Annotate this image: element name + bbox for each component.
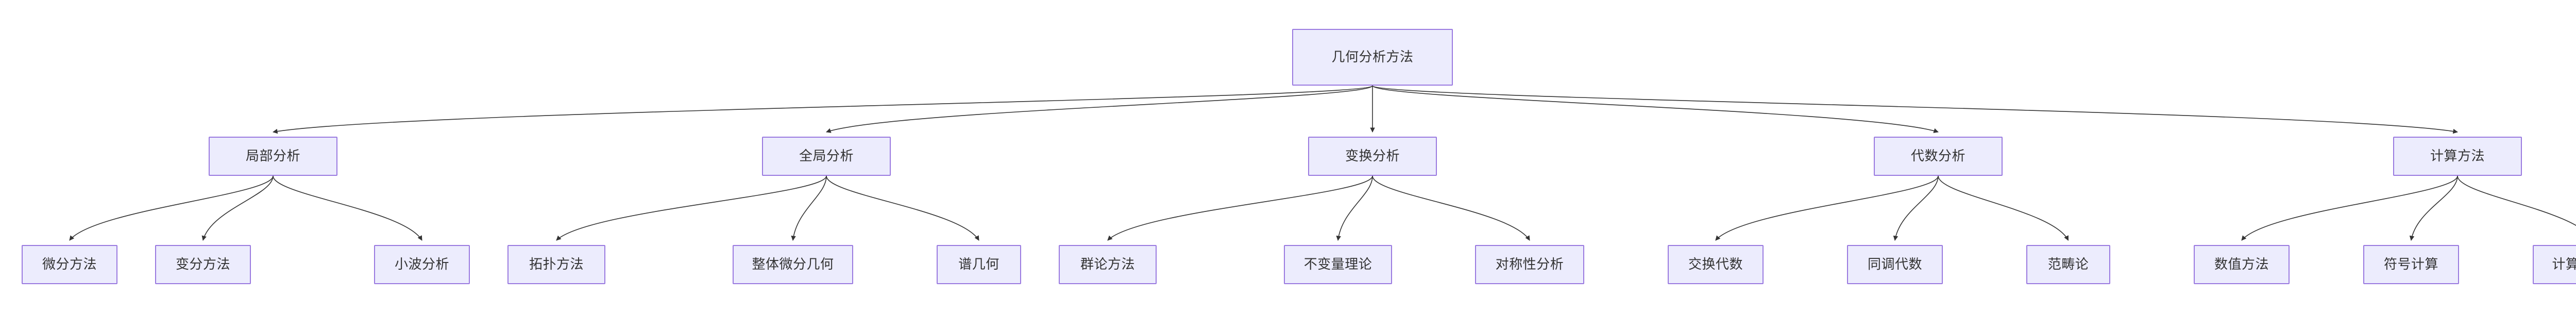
tree-node-l7[interactable]: 群论方法	[1059, 245, 1157, 284]
tree-node-label: 交换代数	[1688, 256, 1743, 272]
tree-node-label: 范畴论	[2047, 256, 2089, 272]
tree-node-label: 谱几何	[958, 256, 999, 272]
tree-node-label: 群论方法	[1080, 256, 1135, 272]
tree-node-label: 符号计算	[2383, 256, 2438, 272]
tree-node-b1[interactable]: 局部分析	[209, 137, 337, 176]
tree-node-label: 数值方法	[2214, 256, 2269, 272]
tree-node-l1[interactable]: 微分方法	[22, 245, 117, 284]
tree-node-root[interactable]: 几何分析方法	[1292, 29, 1453, 86]
tree-node-l15[interactable]: 计算代数几何	[2533, 245, 2576, 284]
tree-node-l10[interactable]: 交换代数	[1668, 245, 1764, 284]
tree-node-l13[interactable]: 数值方法	[2194, 245, 2290, 284]
tree-node-label: 整体微分几何	[752, 256, 834, 272]
tree-node-b4[interactable]: 代数分析	[1874, 137, 2003, 176]
tree-node-label: 计算方法	[2430, 148, 2485, 163]
tree-node-label: 代数分析	[1910, 148, 1965, 163]
tree-node-label: 几何分析方法	[1331, 49, 1414, 64]
tree-node-b3[interactable]: 变换分析	[1308, 137, 1437, 176]
tree-node-label: 微分方法	[42, 256, 97, 272]
tree-node-l4[interactable]: 拓扑方法	[507, 245, 605, 284]
tree-node-b2[interactable]: 全局分析	[762, 137, 891, 176]
tree-node-label: 全局分析	[799, 148, 854, 163]
tree-node-l6[interactable]: 谱几何	[937, 245, 1021, 284]
tree-node-l12[interactable]: 范畴论	[2026, 245, 2110, 284]
tree-node-label: 拓扑方法	[529, 256, 584, 272]
tree-node-label: 小波分析	[394, 256, 449, 272]
tree-node-l5[interactable]: 整体微分几何	[733, 245, 853, 284]
tree-node-l2[interactable]: 变分方法	[155, 245, 251, 284]
tree-node-label: 计算代数几何	[2552, 256, 2576, 272]
tree-node-label: 对称性分析	[1495, 256, 1564, 272]
tree-node-l3[interactable]: 小波分析	[374, 245, 470, 284]
tree-node-label: 不变量理论	[1303, 256, 1372, 272]
tree-node-label: 变分方法	[175, 256, 230, 272]
tree-node-l11[interactable]: 同调代数	[1847, 245, 1943, 284]
tree-node-label: 变换分析	[1345, 148, 1400, 163]
tree-node-b5[interactable]: 计算方法	[2393, 137, 2522, 176]
tree-node-label: 局部分析	[245, 148, 300, 163]
tree-node-l8[interactable]: 不变量理论	[1284, 245, 1392, 284]
tree-node-l14[interactable]: 符号计算	[2363, 245, 2459, 284]
tree-node-l9[interactable]: 对称性分析	[1475, 245, 1584, 284]
tree-node-label: 同调代数	[1867, 256, 1922, 272]
